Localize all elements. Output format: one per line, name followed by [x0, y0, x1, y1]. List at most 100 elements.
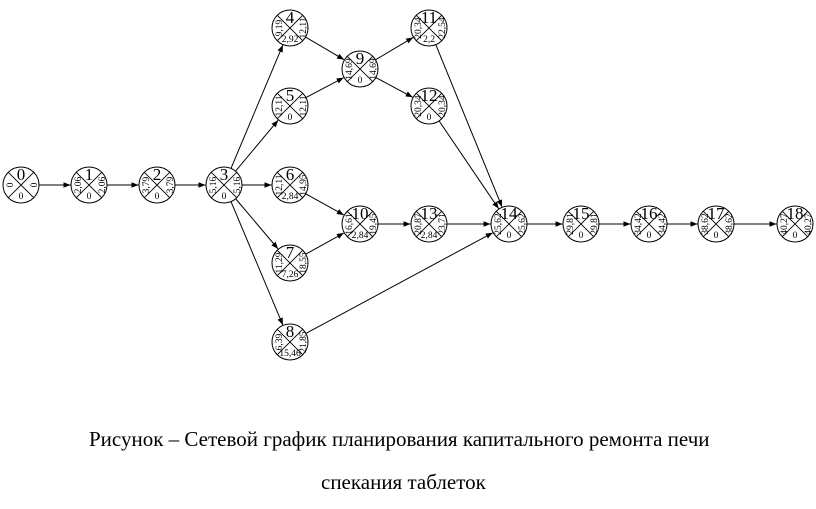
node-divider: [75, 171, 103, 199]
node-divider: [635, 210, 663, 238]
node-early-time: 3,79: [142, 176, 152, 193]
node-number: 5: [286, 86, 295, 105]
node-number: 3: [220, 165, 229, 184]
node-reserve: 0: [427, 113, 432, 123]
node-reserve: 2,84: [352, 231, 369, 241]
node-divider: [276, 249, 304, 277]
node-late-time: 12,11: [299, 17, 309, 38]
node-divider: [276, 171, 304, 199]
node-reserve: 0: [579, 231, 584, 241]
edge-11-14: [435, 44, 503, 208]
node-late-time: 23,71: [438, 213, 448, 235]
node-early-time: 12,11: [275, 95, 285, 116]
edge-9-12: [375, 77, 413, 98]
edge-4-9: [305, 36, 345, 61]
node-early-time: 40,27: [780, 213, 790, 235]
node-number: 18: [787, 204, 804, 223]
edges-layer: [39, 36, 777, 334]
node-late-time: 40,27: [804, 213, 814, 235]
node-number: 6: [286, 165, 295, 184]
node-divider: [495, 210, 523, 238]
edge-12-14: [438, 120, 500, 209]
node-divider: [415, 14, 443, 42]
node-reserve: 0: [358, 76, 363, 86]
node-number: 14: [501, 204, 519, 223]
node-early-time: 2,06: [74, 176, 84, 193]
event-node-4: 49,19 12,112,92: [271, 8, 309, 47]
node-reserve: 2,92: [282, 35, 299, 45]
node-late-time: 12,11: [299, 95, 309, 116]
node-number: 17: [708, 204, 726, 223]
node-divider: [346, 55, 374, 83]
node-reserve: 15,46: [279, 349, 301, 359]
node-divider: [702, 210, 730, 238]
node-early-time: 9,19: [275, 19, 285, 36]
node-reserve: 0: [714, 231, 719, 241]
node-late-time: 2,06: [98, 176, 108, 193]
node-divider: [276, 92, 304, 120]
node-early-time: 20,34: [414, 17, 424, 39]
node-early-time: 16,61: [345, 213, 355, 235]
node-late-time: 5,16: [233, 176, 243, 193]
node-reserve: 0: [793, 231, 798, 241]
edge-3-8: [230, 201, 284, 326]
edge-5-9: [305, 77, 344, 99]
node-number: 7: [286, 243, 295, 262]
node-late-time: 20,34: [438, 95, 448, 117]
node-number: 10: [352, 204, 369, 223]
node-divider: [143, 171, 171, 199]
node-late-time: 19,45: [369, 213, 379, 235]
node-number: 4: [286, 8, 295, 27]
node-early-time: 20,87: [414, 213, 424, 235]
node-number: 9: [356, 49, 365, 68]
node-reserve: 0: [19, 192, 24, 202]
node-late-time: 25,62: [518, 213, 528, 235]
node-divider: [276, 14, 304, 42]
node-divider: [415, 92, 443, 120]
node-late-time: 29,81: [590, 213, 600, 235]
figure-caption-line-2: спекания таблеток: [321, 470, 486, 494]
node-early-time: 38,62: [701, 213, 711, 235]
node-late-time: 34,42: [658, 213, 668, 235]
node-early-time: 0: [6, 182, 16, 187]
node-early-time: 34,42: [634, 213, 644, 235]
node-divider: [415, 210, 443, 238]
node-early-time: 25,62: [494, 213, 504, 235]
edge-9-11: [375, 37, 414, 61]
node-reserve: 2,2: [423, 35, 435, 45]
node-reserve: 0: [222, 192, 227, 202]
node-number: 16: [641, 204, 658, 223]
node-number: 15: [573, 204, 590, 223]
node-divider: [781, 210, 809, 238]
node-late-time: 18,55: [299, 252, 309, 274]
node-number: 0: [17, 165, 26, 184]
node-early-time: 6,39: [275, 333, 285, 350]
node-reserve: 7,26: [282, 270, 299, 280]
node-early-time: 29,81: [566, 213, 576, 235]
node-early-time: 5,16: [209, 176, 219, 193]
node-late-time: 38,62: [725, 213, 735, 235]
node-late-time: 14,95: [299, 174, 309, 196]
node-late-time: 0: [30, 182, 40, 187]
node-number: 2: [153, 165, 162, 184]
node-reserve: 0: [87, 192, 92, 202]
edge-3-7: [235, 198, 279, 250]
node-number: 13: [421, 204, 438, 223]
node-early-time: 12,11: [275, 174, 285, 195]
